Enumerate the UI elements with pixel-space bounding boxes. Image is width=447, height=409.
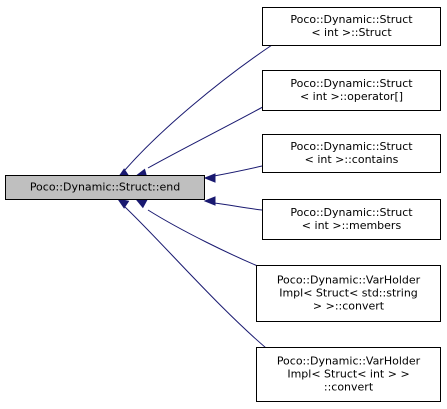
- caller-node-n3[interactable]: Poco::Dynamic::Struct< int >::contains: [262, 134, 441, 173]
- node-box: [256, 265, 441, 322]
- node-label-line: ::convert: [324, 381, 374, 394]
- edge-n4: [203, 196, 263, 211]
- edge-n1: [116, 44, 273, 179]
- root-node[interactable]: Poco::Dynamic::Struct::end: [5, 175, 205, 200]
- node-label-line: Poco::Dynamic::VarHolder: [277, 355, 421, 368]
- node-box: [256, 347, 441, 402]
- node-box: [262, 7, 441, 46]
- node-label-line: Impl< Struct< std::string: [279, 287, 418, 300]
- node-label-line: Poco::Dynamic::Struct: [290, 77, 413, 90]
- arrowhead-icon: [203, 173, 216, 183]
- arrowhead-icon: [116, 198, 130, 209]
- node-box: [262, 70, 441, 111]
- caller-node-n4[interactable]: Poco::Dynamic::Struct< int >::members: [262, 199, 441, 240]
- edge-n2: [134, 101, 273, 178]
- node-box: [5, 175, 205, 200]
- edge-line: [147, 101, 273, 169]
- node-label-line: Poco::Dynamic::Struct: [290, 13, 413, 26]
- node-box: [262, 199, 441, 240]
- edge-line: [213, 202, 263, 211]
- node-label-line: Poco::Dynamic::Struct::end: [30, 181, 180, 194]
- edge-n5: [134, 198, 273, 273]
- caller-node-n1[interactable]: Poco::Dynamic::Struct< int >::Struct: [262, 7, 441, 46]
- node-box: [262, 134, 441, 173]
- node-label-line: Poco::Dynamic::VarHolder: [277, 274, 421, 287]
- edge-n6: [116, 198, 273, 354]
- node-label-line: < int >::operator[]: [300, 90, 403, 103]
- edge-n3: [203, 165, 263, 183]
- edge-line: [124, 206, 273, 354]
- node-label-line: > >::convert: [313, 300, 385, 313]
- node-label-line: < int >::members: [302, 219, 402, 232]
- edge-line: [213, 165, 263, 177]
- edge-line: [147, 209, 273, 273]
- node-label-line: < int >::Struct: [311, 26, 392, 39]
- arrowhead-icon: [134, 198, 148, 209]
- edge-line: [124, 44, 273, 171]
- node-label-line: Poco::Dynamic::Struct: [290, 206, 413, 219]
- arrowhead-icon: [203, 196, 216, 206]
- node-label-line: Poco::Dynamic::Struct: [290, 140, 413, 153]
- nodes: Poco::Dynamic::Struct::endPoco::Dynamic:…: [5, 7, 441, 402]
- node-label-line: Impl< Struct< int > >: [287, 368, 409, 381]
- caller-node-n2[interactable]: Poco::Dynamic::Struct< int >::operator[]: [262, 70, 441, 111]
- node-label-line: < int >::contains: [305, 153, 399, 166]
